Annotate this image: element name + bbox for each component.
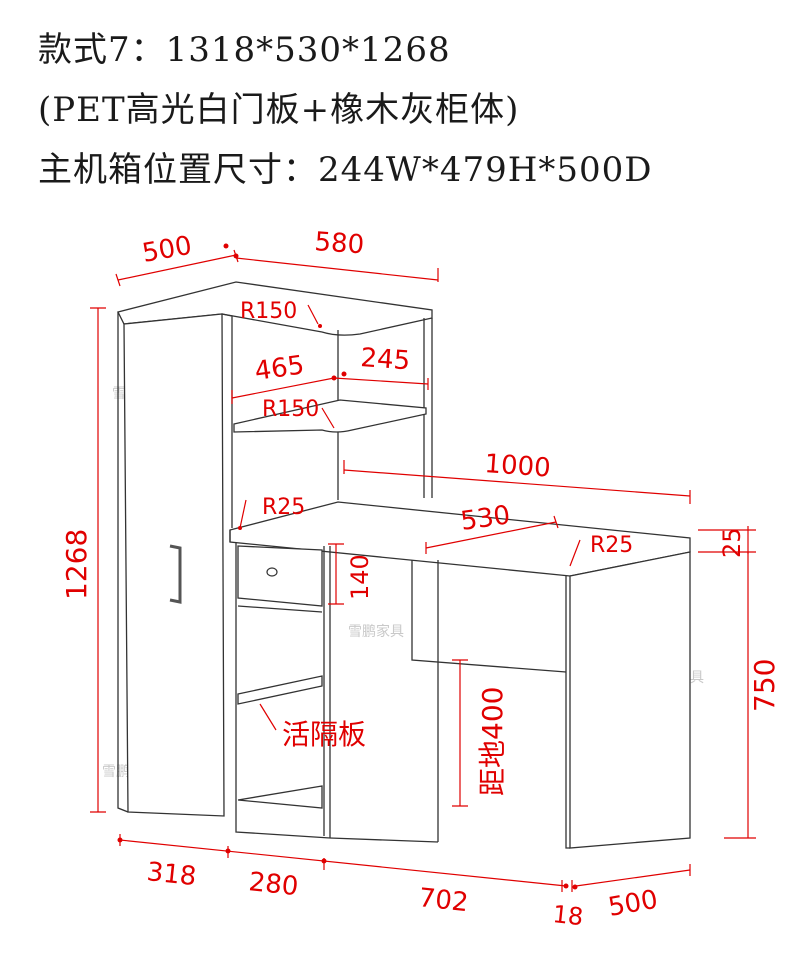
dim-desktop-thickness: 25 — [718, 527, 746, 558]
dim-top-width: 580 — [314, 227, 366, 260]
door-handle-icon — [169, 544, 182, 604]
cabinet-outline — [117, 281, 691, 849]
upper-shelf — [233, 399, 427, 433]
dim-desk-height: 750 — [748, 659, 781, 712]
dim-desk-corner-right: R25 — [590, 533, 633, 558]
top-board — [117, 281, 433, 336]
material-description: (PET高光白门板+橡木灰柜体) — [38, 90, 520, 130]
cabinet-door — [123, 313, 225, 817]
drawer-front — [237, 545, 323, 607]
dim-bottom-w4: 18 — [551, 900, 584, 931]
watermark: 雪鹏家具 — [348, 623, 404, 640]
dimension-lines — [90, 243, 756, 892]
desk-right-leg — [569, 551, 691, 849]
dim-shelf-width: 245 — [360, 343, 412, 376]
dim-bottom-depth: 500 — [606, 885, 660, 923]
pc-case-size: 主机箱位置尺寸：244W*479H*500D — [38, 150, 653, 190]
dim-desk-corner-left: R25 — [262, 495, 305, 520]
drawer-knob-icon — [266, 567, 278, 577]
dim-shelf-depth: 465 — [253, 350, 306, 387]
dim-bottom-w1: 318 — [145, 857, 198, 892]
dim-drawer-height: 140 — [346, 554, 374, 600]
dim-bottom-w3: 702 — [417, 883, 470, 918]
dim-corner-radius-top: R150 — [240, 299, 297, 324]
dim-total-height: 1268 — [60, 529, 93, 600]
dim-bottom-w2: 280 — [247, 867, 300, 902]
dim-corner-radius-shelf: R150 — [262, 397, 319, 422]
model-title: 款式7：1318*530*1268 — [38, 30, 451, 70]
label-movable-shelf: 活隔板 — [282, 718, 366, 751]
movable-shelf — [237, 675, 323, 705]
dim-top-depth: 500 — [140, 231, 194, 269]
dim-ground-clearance: 距地400 — [476, 687, 509, 796]
dim-desk-depth: 530 — [459, 500, 512, 537]
dim-desk-length: 1000 — [484, 449, 552, 484]
